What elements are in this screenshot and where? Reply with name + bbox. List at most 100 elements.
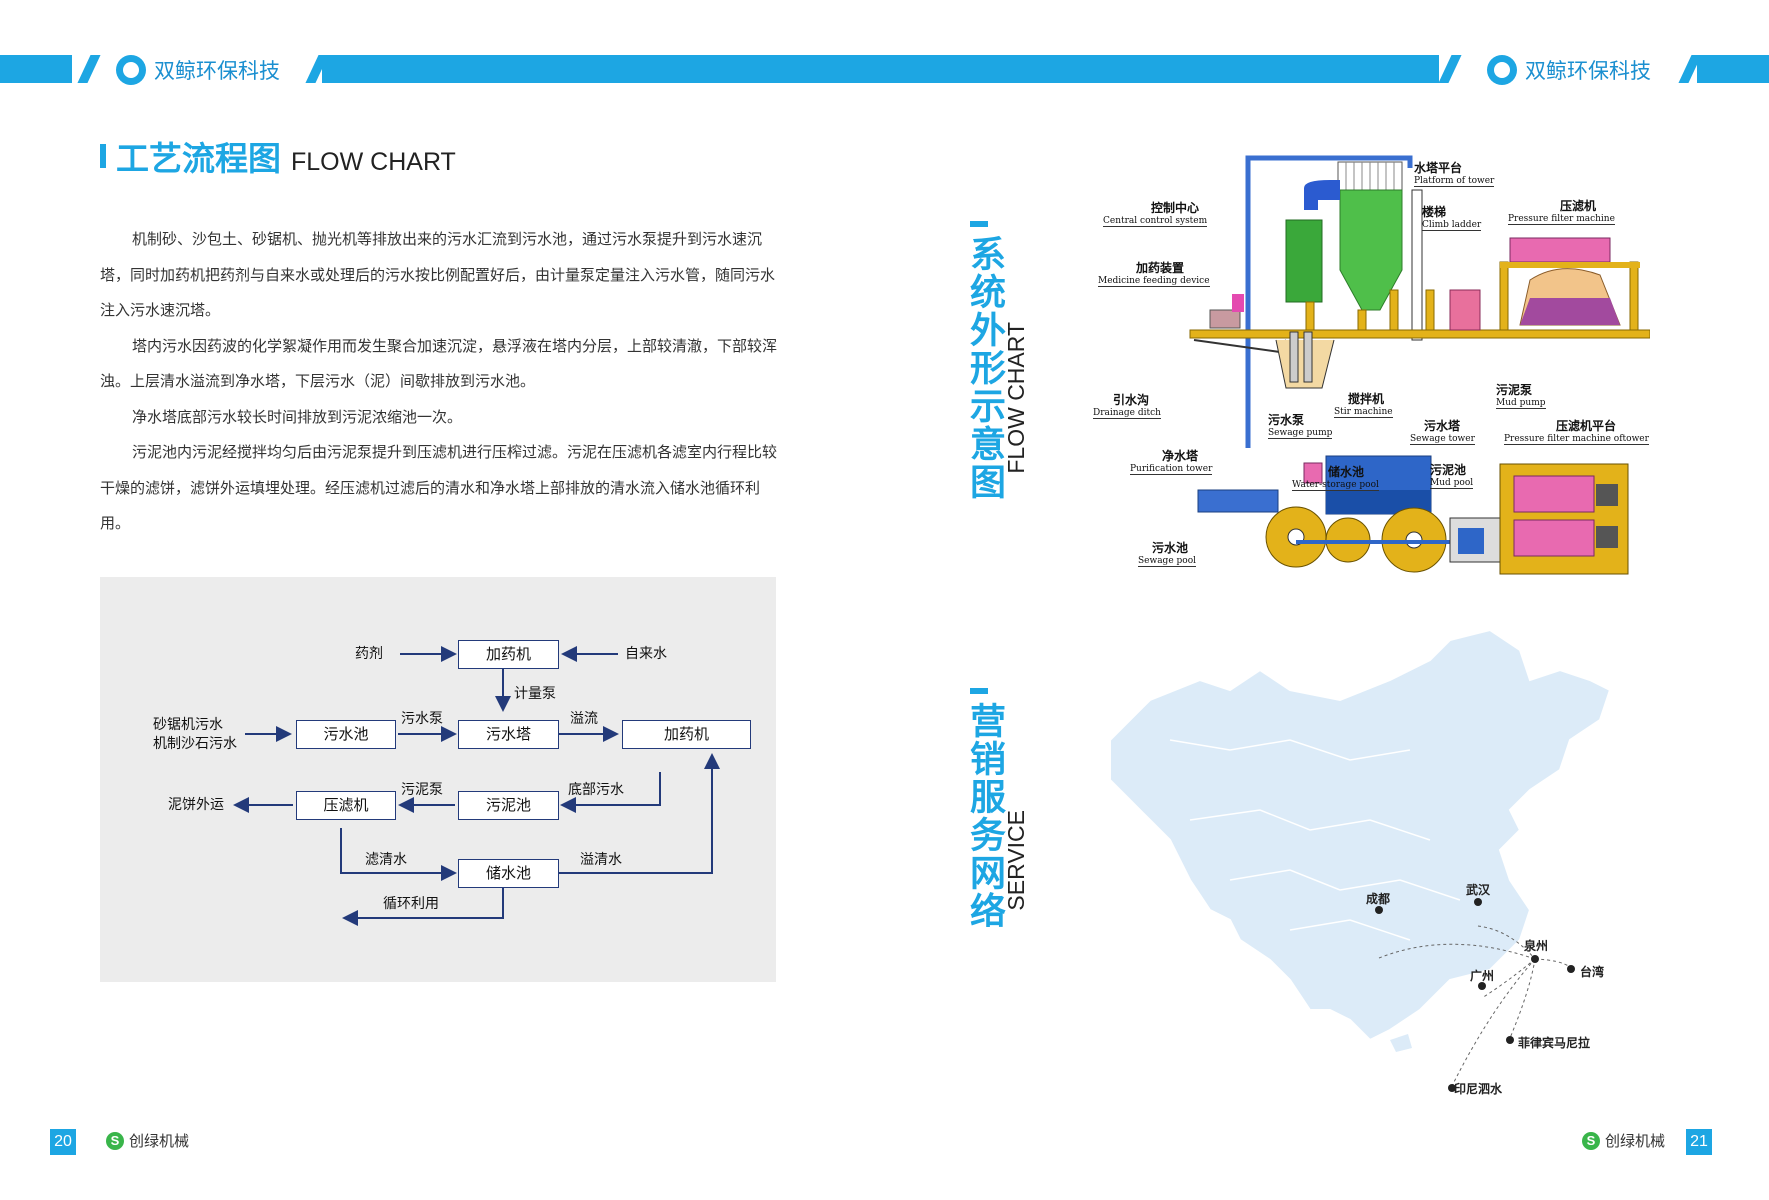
city-manila: 菲律宾马尼拉 xyxy=(1518,1036,1591,1050)
label-source-sand: 机制沙石污水 xyxy=(153,736,237,752)
flowchart-arrows xyxy=(233,646,720,926)
system-equipment-illustration xyxy=(1189,155,1650,575)
header-bar-right xyxy=(1697,55,1769,83)
pin-indonesia-icon xyxy=(1448,1084,1456,1092)
platform-deck xyxy=(1189,329,1650,339)
whale-logo-icon xyxy=(1487,55,1517,85)
brand-name: 双鲸环保科技 xyxy=(154,59,280,83)
arrow xyxy=(342,887,504,926)
header-brand-left: 双鲸环保科技 xyxy=(116,54,280,86)
medicine-feeding-icon xyxy=(1209,309,1241,329)
process-description: 机制砂、沙包土、砂锯机、抛光机等排放出来的污水汇流到污水池，通过污水泵提升到污水… xyxy=(100,222,780,542)
title-marker xyxy=(970,688,988,694)
label-recycle: 循环利用 xyxy=(383,896,439,912)
climb-ladder-icon xyxy=(1411,189,1423,341)
header-slash xyxy=(77,55,101,83)
city-chengdu: 成都 xyxy=(1366,892,1391,906)
paragraph: 机制砂、沙包土、砂锯机、抛光机等排放出来的污水汇流到污水池，通过污水泵提升到污水… xyxy=(100,230,776,319)
purification-tower-icon xyxy=(1197,489,1279,513)
label-source-saw: 砂锯机污水 xyxy=(153,717,223,733)
node-sludge-pool: 污泥池 xyxy=(458,791,559,820)
chuanglv-logo-icon: S xyxy=(1582,1131,1600,1150)
section-title-cn: 工艺流程图 xyxy=(116,139,281,178)
paragraph: 净水塔底部污水较长时间排放到污泥浓缩池一次。 xyxy=(132,407,463,426)
header-brand-right: 双鲸环保科技 xyxy=(1487,54,1651,86)
control-cabinet-icon xyxy=(1285,219,1323,303)
city-guangzhou: 广州 xyxy=(1470,969,1495,983)
page-number-right: 21 xyxy=(1686,1129,1712,1155)
node-sewage-tower: 污水塔 xyxy=(458,720,559,749)
title-marker xyxy=(100,144,106,168)
pin-quanzhou-icon xyxy=(1531,955,1539,963)
label-reagent: 药剂 xyxy=(355,646,383,662)
header-bar-center xyxy=(322,55,1439,83)
header-bar-left xyxy=(0,55,72,83)
node-filter-press: 压滤机 xyxy=(296,791,396,820)
system-diagram-title-en: FLOW CHART xyxy=(1003,322,1029,474)
paragraph: 塔内污水因药波的化学絮凝作用而发生聚合加速沉淀，悬浮液在塔内分层，上部较清澈，下… xyxy=(100,336,778,391)
system-diagram-title-cn: 系统外形示意图 xyxy=(964,235,1005,501)
city-taiwan: 台湾 xyxy=(1580,965,1605,979)
city-wuhan: 武汉 xyxy=(1466,883,1491,897)
node-storage-pool: 储水池 xyxy=(458,859,559,888)
sewage-tower-icon xyxy=(1339,189,1403,311)
electric-box-icon xyxy=(1303,462,1323,484)
pin-chengdu-icon xyxy=(1375,906,1383,914)
china-service-map xyxy=(1109,628,1612,1092)
pin-wuhan-icon xyxy=(1474,898,1482,906)
service-network-title-en: SERVICE xyxy=(1003,810,1029,911)
whale-logo-icon xyxy=(116,55,146,85)
arrow xyxy=(560,772,661,813)
flow-chart-section-title: 工艺流程图 FLOW CHART xyxy=(100,132,456,180)
brand-name: 双鲸环保科技 xyxy=(1525,59,1651,83)
pin-taiwan-icon xyxy=(1567,965,1575,973)
label-mud-cake: 泥饼外运 xyxy=(168,797,224,813)
city-quanzhou: 泉州 xyxy=(1524,939,1549,953)
process-flowchart: 加药机 污水池 污水塔 加药机 压滤机 污泥池 储水池 药剂 自来水 计量泵 砂… xyxy=(100,577,776,982)
pin-guangzhou-icon xyxy=(1478,982,1486,990)
label-sewage-pump: 污水泵 xyxy=(401,711,443,727)
chuanglv-logo-icon: S xyxy=(106,1131,124,1150)
node-dosing-machine-right: 加药机 xyxy=(622,720,751,749)
city-indonesia: 印尼泗水 xyxy=(1454,1082,1503,1096)
water-pipe xyxy=(1245,155,1413,448)
service-network-title-cn: 营销服务网络 xyxy=(964,702,1005,930)
paragraph: 污泥池内污泥经搅拌均匀后由污泥泵提升到压滤机进行压榨过滤。污泥在压滤机各滤室内行… xyxy=(100,443,778,532)
arrow xyxy=(340,828,457,881)
label-sludge-pump: 污泥泵 xyxy=(401,782,443,798)
title-marker xyxy=(970,221,988,227)
stir-machine-icon xyxy=(1449,289,1481,331)
label-metering-pump: 计量泵 xyxy=(514,686,556,702)
drainage-ditch-icon xyxy=(1193,339,1287,354)
label-overflow-clear: 溢清水 xyxy=(580,852,622,868)
hainan-island xyxy=(1390,1034,1412,1052)
label-bottom-sewage: 底部污水 xyxy=(568,782,624,798)
arrow xyxy=(688,753,720,874)
label-overflow: 溢流 xyxy=(570,711,598,727)
label-tap-water: 自来水 xyxy=(625,646,667,662)
footer-brand-left: S 创绿机械 xyxy=(106,1130,189,1151)
pin-manila-icon xyxy=(1506,1036,1514,1044)
section-title-en: FLOW CHART xyxy=(291,148,456,176)
header-slash xyxy=(1438,55,1462,83)
page-number-left: 20 xyxy=(50,1129,76,1155)
node-sewage-pool: 污水池 xyxy=(296,720,396,749)
node-dosing-machine: 加药机 xyxy=(458,640,559,669)
pressure-filter-icon xyxy=(1509,237,1611,263)
label-filtered-water: 滤清水 xyxy=(365,852,407,868)
footer-brand-name: 创绿机械 xyxy=(129,1132,190,1150)
